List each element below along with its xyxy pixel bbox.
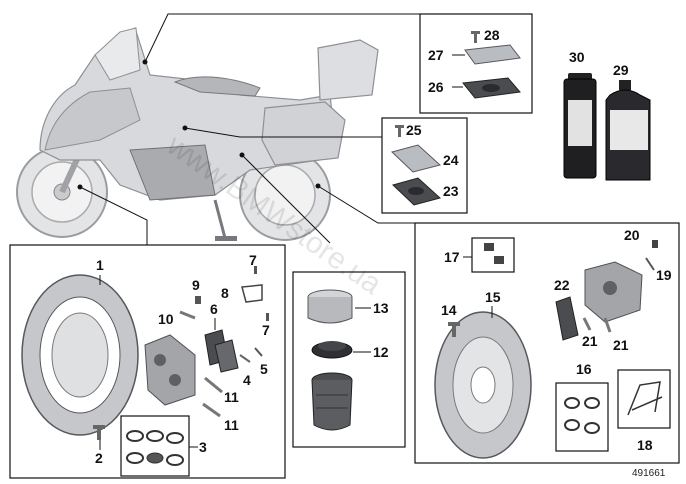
callout-30: 30: [569, 49, 585, 65]
callout-5: 5: [260, 361, 268, 377]
part-5-clip: [254, 347, 263, 357]
part-rear-caliper: [584, 261, 643, 323]
part-9-bleed-screw: [195, 296, 201, 304]
part-21-bolt-left: [582, 317, 592, 331]
box-reservoir-cover-rear: [419, 13, 533, 114]
part-4-pin: [239, 354, 251, 363]
callout-22: 22: [554, 277, 570, 293]
callout-11-upper: 11: [224, 389, 239, 405]
part-1-brake-disc: [21, 274, 139, 436]
part-13-cap: [307, 289, 353, 324]
callout-23: 23: [443, 183, 459, 199]
callout-13: 13: [373, 300, 389, 316]
callout-2: 2: [95, 450, 103, 466]
part-29-brake-fluid-bottle: [605, 80, 651, 181]
callout-17: 17: [444, 249, 460, 265]
callout-19: 19: [656, 267, 672, 283]
part-17-bleed-valve: [484, 243, 504, 264]
part-25-screw: [395, 125, 404, 137]
box-front-brake: [9, 244, 286, 479]
box-reservoir-cover-front: [381, 117, 468, 214]
part-22-brake-pad: [555, 296, 579, 341]
part-23-seal: [392, 177, 442, 206]
part-2-bolt: [93, 425, 105, 440]
box-rear-brake: [414, 222, 680, 464]
part-12-diaphragm: [311, 341, 353, 359]
callout-24: 24: [443, 152, 459, 168]
callout-29: 29: [613, 62, 629, 78]
callout-15: 15: [485, 289, 501, 305]
motorcycle-illustration: [16, 27, 379, 241]
part-20-screw: [652, 240, 658, 248]
callout-21-right: 21: [613, 337, 629, 353]
part-18-pad-spring: [627, 381, 663, 416]
part-11-bolt-lower: [202, 402, 221, 418]
part-24-cover: [391, 144, 442, 173]
diagram-reference-number: 491661: [632, 468, 666, 479]
callout-27: 27: [428, 47, 444, 63]
callout-6: 6: [210, 301, 218, 317]
callout-9: 9: [192, 277, 200, 293]
part-11-bolt-upper: [204, 376, 223, 394]
callout-21-left: 21: [582, 333, 598, 349]
part-6-brake-pads: [204, 329, 239, 373]
box-seal-kit-rear: [555, 382, 609, 452]
callout-8: 8: [221, 285, 229, 301]
part-7-clip-top: [254, 266, 257, 274]
box-seal-kit-front: [120, 415, 190, 477]
part-19-clip: [645, 257, 655, 271]
part-reservoir-body: [311, 372, 353, 431]
part-21-bolt-right: [603, 317, 612, 333]
part-26-seal: [462, 77, 521, 99]
callout-7-top: 7: [249, 252, 257, 268]
callout-4: 4: [243, 372, 251, 388]
part-14-bolt: [448, 322, 460, 337]
callout-14: 14: [441, 302, 457, 318]
callout-12: 12: [373, 344, 389, 360]
part-28-screw: [471, 31, 480, 43]
part-8-spring-clip: [241, 284, 263, 303]
callout-7-bottom: 7: [262, 322, 270, 338]
callout-11-lower: 11: [224, 417, 239, 433]
part-16-seal-kit: [564, 397, 600, 434]
part-3-seal-kit: [126, 430, 184, 466]
part-15-rear-disc: [434, 311, 532, 459]
part-10-pin: [179, 310, 196, 320]
callout-28: 28: [484, 27, 500, 43]
part-30-spray-can: [563, 73, 597, 179]
part-7-clip-bottom: [266, 313, 269, 321]
callout-18: 18: [637, 437, 653, 453]
callout-25: 25: [406, 122, 422, 138]
callout-3: 3: [199, 439, 207, 455]
box-reservoir: [292, 271, 406, 448]
box-17: [471, 237, 515, 273]
leader-lines: [77, 13, 420, 245]
callout-26: 26: [428, 79, 444, 95]
part-27-cover: [464, 44, 521, 65]
callout-20: 20: [624, 227, 640, 243]
callout-1: 1: [96, 257, 104, 273]
callout-16: 16: [576, 361, 592, 377]
box-18: [617, 369, 671, 429]
part-front-caliper: [144, 334, 196, 406]
callout-10: 10: [158, 311, 174, 327]
